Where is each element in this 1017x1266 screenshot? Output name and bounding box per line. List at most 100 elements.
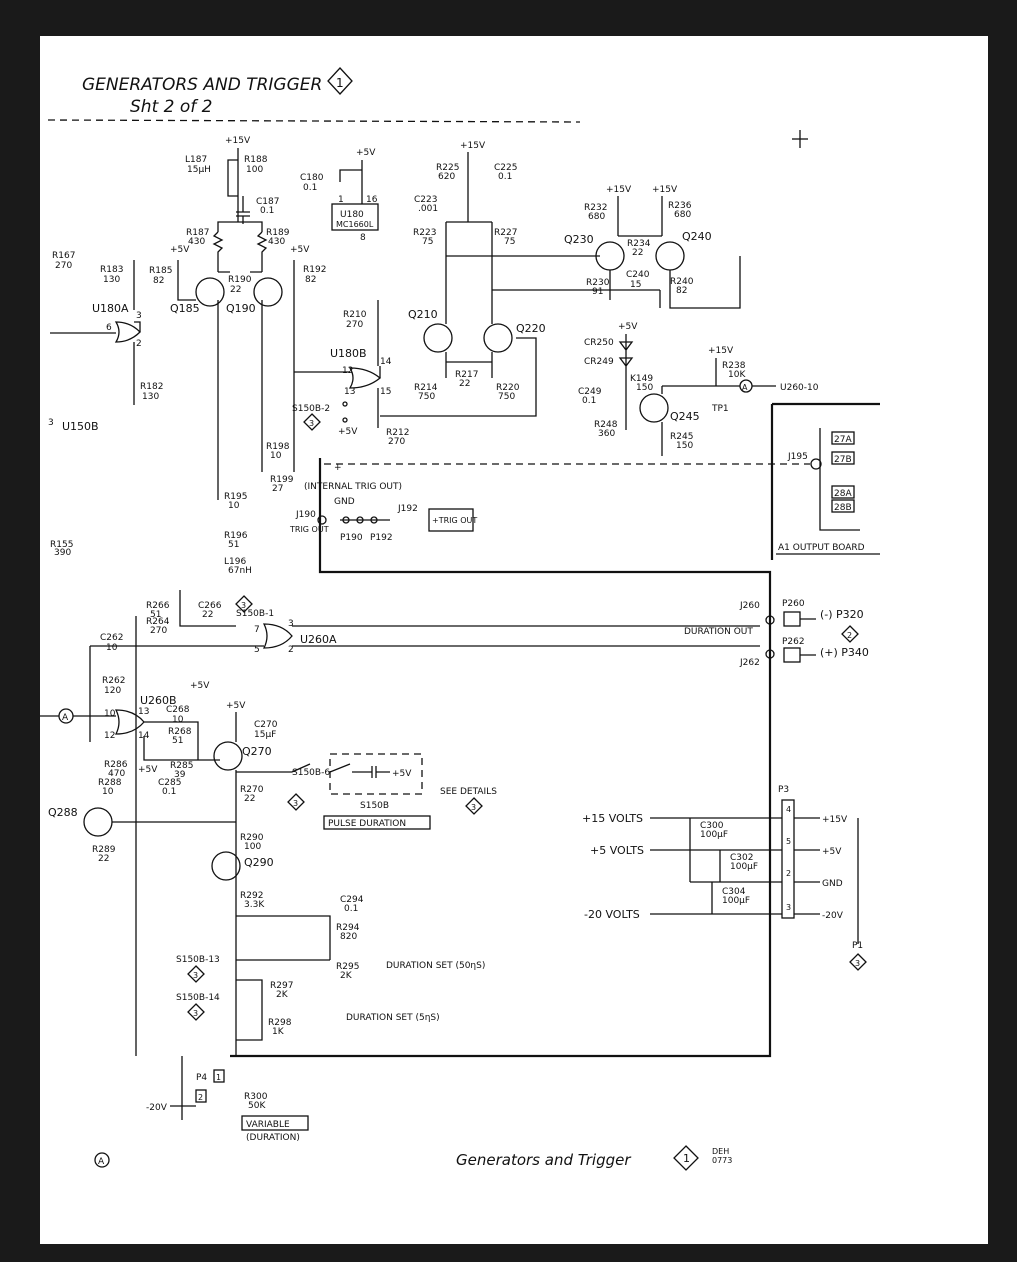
- diodes-0-label: CR250: [584, 338, 614, 348]
- resistors-18-val-label: 680: [674, 210, 691, 220]
- gates-0-pins-2-label: 2: [136, 339, 142, 349]
- resistors-9-ref-label: R210: [343, 310, 367, 320]
- ic-pins-2-label: 8: [360, 233, 366, 243]
- refs-n2-label: 2: [847, 631, 852, 640]
- resistors-24-ref-label: R245: [670, 432, 693, 442]
- resistors-4-ref-label: R185: [149, 266, 172, 276]
- resistors-7-ref-label: R182: [140, 382, 163, 392]
- resistors-15-val-label: 75: [504, 237, 515, 247]
- j195-jack: [810, 458, 822, 470]
- resistors-39-val-label: 100: [244, 842, 261, 852]
- resistors-10-val-label: 270: [388, 437, 405, 447]
- gates-1-pins-1-label: 12: [342, 366, 353, 376]
- notes-dur-50ns-label: DURATION SET (50ηS): [386, 961, 485, 971]
- resistors-39-ref-label: R290: [240, 833, 264, 843]
- supplies-p5-label: +5V: [226, 701, 246, 711]
- ic-pins-1-label: 16: [366, 195, 378, 205]
- text-label: +: [334, 463, 342, 473]
- resistors-45-val-label: 50K: [248, 1101, 266, 1111]
- connectors-p192-label: P192: [370, 533, 393, 543]
- resistors-27-ref-label: R195: [224, 492, 247, 502]
- refs-n3-label: 3: [293, 799, 298, 808]
- resistors-37-val-label: 22: [98, 854, 109, 864]
- j190-jack: [317, 515, 327, 525]
- connectors-int-trig-label: (INTERNAL TRIG OUT): [304, 482, 402, 492]
- resistors-14-ref-label: R223: [413, 228, 436, 238]
- refs-n3-label: 3: [855, 959, 860, 968]
- supplies-p5-label: +5V: [356, 148, 376, 158]
- supplies-m20-label: -20V: [146, 1103, 168, 1113]
- rails-2-supply-label: GND: [822, 879, 843, 889]
- connectors-j192-label: J192: [397, 504, 418, 514]
- resistors-17-ref-label: R232: [584, 203, 607, 213]
- resistors-41-ref-label: R294: [336, 923, 360, 933]
- connectors-p3-label: P3: [778, 785, 789, 795]
- connectors-pins-2-label: 28A: [834, 489, 852, 499]
- supplies-p15-label: +15V: [652, 185, 678, 195]
- switches-4-label: S150B-14: [176, 993, 220, 1003]
- resistors-7-val-label: 130: [142, 392, 159, 402]
- resistors-29-ref-label: R155: [50, 540, 73, 550]
- resistors-6-ref-label: R183: [100, 265, 123, 275]
- gates-0-pins-0-label: 3: [136, 311, 142, 321]
- p3-connector: [781, 799, 795, 919]
- resistors-5-val-label: 82: [305, 275, 316, 285]
- transistors-5-label: Q240: [682, 230, 712, 243]
- resistors-25-val-label: 10: [270, 451, 282, 461]
- resistors-28-val-label: 51: [228, 540, 239, 550]
- resistors-44-ref-label: R298: [268, 1018, 292, 1028]
- u180a-gate: [114, 321, 141, 343]
- capacitors-13-val-label: 100µF: [730, 862, 758, 872]
- sheet-title: GENERATORS AND TRIGGER: [82, 75, 322, 95]
- capacitors-12-val-label: 100µF: [700, 830, 728, 840]
- resistors-3-ref-label: R190: [228, 275, 252, 285]
- gates-3-pins-0-label: 10: [104, 709, 116, 719]
- connectors-pins-3-label: 28B: [834, 503, 852, 513]
- u260b-gate: [114, 709, 145, 735]
- refs-n3-label: 3: [241, 601, 246, 610]
- refs-n3-label: 3: [471, 803, 476, 812]
- connectors-trig-out-label: TRIG OUT: [289, 525, 329, 534]
- connectors-j195-label: J195: [787, 452, 808, 462]
- connectors-p1-label: P1: [852, 941, 863, 951]
- resistors-14-val-label: 75: [422, 237, 433, 247]
- text-label: 2: [198, 1093, 203, 1102]
- resistors-19-ref-label: R234: [627, 239, 651, 249]
- u260a-label: U260A: [300, 633, 337, 646]
- capacitors-1-ref-label: C180: [300, 173, 324, 183]
- ic-pins-0-label: 1: [338, 195, 344, 205]
- resistors-45-ref-label: R300: [244, 1092, 268, 1102]
- resistors-20-val-label: 91: [592, 287, 603, 297]
- capacitors-0-val-label: 0.1: [260, 206, 274, 216]
- diodes-1-label: CR249: [584, 357, 614, 367]
- u180b-gate: [348, 367, 382, 389]
- refs-n3-label: 3: [193, 1009, 198, 1018]
- scan-border-right: [988, 0, 1017, 1262]
- resistors-5-ref-label: R192: [303, 265, 326, 275]
- p320-label: (-) P320: [820, 608, 864, 621]
- capacitors-4-val-label: 15: [630, 280, 641, 290]
- rails-0-pin-label: 4: [786, 805, 791, 814]
- inductors-1-val-label: 67nH: [228, 566, 252, 576]
- capacitors-6-val-label: 22: [202, 610, 213, 620]
- resistors-31-val-label: 270: [150, 626, 167, 636]
- connectors-tp1-label: TP1: [711, 404, 729, 414]
- resistors-2-ref-label: R189: [266, 228, 290, 238]
- resistors-27-val-label: 10: [228, 501, 240, 511]
- title-note-flag: 1: [327, 67, 353, 95]
- capacitors-4-ref-label: C240: [626, 270, 650, 280]
- plus15-volts-label: +15 VOLTS: [582, 812, 643, 825]
- connectors-j190-label: J190: [295, 510, 316, 520]
- resistors-32-ref-label: R262: [102, 676, 125, 686]
- inductors-0-val-label: 15µH: [187, 165, 211, 175]
- notes-see-details-label: SEE DETAILS: [440, 787, 497, 797]
- p340-label: (+) P340: [820, 646, 869, 659]
- transistors-4-label: Q230: [564, 233, 594, 246]
- switches-3-label: S150B-13: [176, 955, 220, 965]
- supplies-p15-label: +15V: [708, 346, 734, 356]
- resistors-42-ref-label: R295: [336, 962, 359, 972]
- gates-3-pins-2-label: 13: [138, 707, 149, 717]
- capacitors-8-ref-label: C268: [166, 705, 190, 715]
- connectors-gnd-label: GND: [334, 497, 355, 507]
